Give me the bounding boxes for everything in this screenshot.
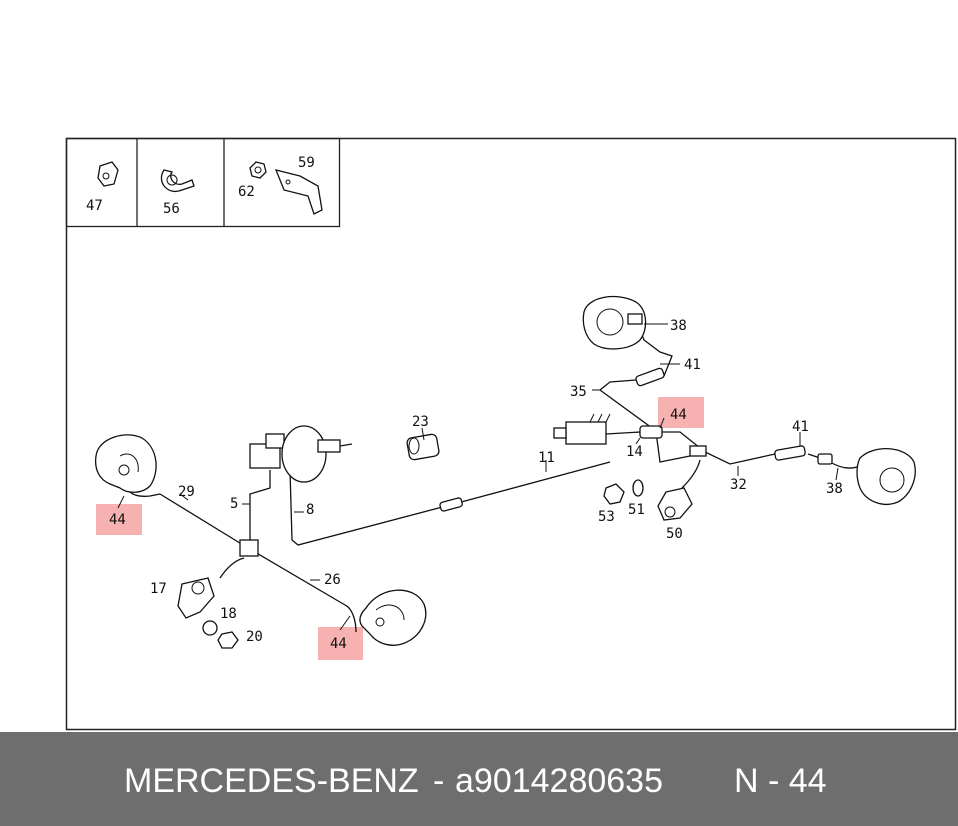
bracket-17-icon <box>177 577 215 619</box>
pressure-regulator-icon <box>553 413 611 445</box>
washer-18-icon <box>202 620 218 636</box>
callout-26: 26 <box>324 572 341 588</box>
brake-caliper-left-icon <box>94 434 157 493</box>
washer-51-icon <box>632 479 644 497</box>
highlight-44-right <box>658 397 704 428</box>
nut-20-icon <box>217 631 239 649</box>
bracket-59-icon <box>274 169 323 215</box>
callout-44-right: 44 <box>670 407 687 423</box>
legend-boxes: 47 56 59 62 <box>65 137 341 228</box>
callout-23: 23 <box>412 414 429 430</box>
leader-lines <box>117 323 839 631</box>
callout-51: 51 <box>628 502 645 518</box>
footer-brand: MERCEDES-BENZ <box>124 762 419 800</box>
fitting-38-right-icon <box>817 453 833 465</box>
callout-38-top: 38 <box>670 318 687 334</box>
nut-62-icon <box>249 161 267 179</box>
line-fitting-icon <box>439 497 463 512</box>
brake-caliper-right-icon <box>856 447 916 505</box>
highlight-44-bottom <box>318 627 363 660</box>
nut-53-icon <box>603 483 625 505</box>
callout-50: 50 <box>666 526 683 542</box>
callout-11: 11 <box>538 450 555 466</box>
callout-20: 20 <box>246 629 263 645</box>
diagram-frame <box>65 137 957 731</box>
footer-part-number: a9014280635 <box>455 762 664 800</box>
hose-44-right-icon <box>639 425 663 439</box>
arrow-right-icon <box>681 459 701 489</box>
callout-38-right: 38 <box>826 481 843 497</box>
callout-44-bottom: 44 <box>330 636 347 652</box>
callout-41-right: 41 <box>792 419 809 435</box>
brake-caliper-top-right-icon <box>582 295 647 350</box>
clamp-56-icon <box>160 169 195 193</box>
callout-29: 29 <box>178 484 195 500</box>
legend-label-56: 56 <box>163 201 180 217</box>
legend-label-62: 62 <box>238 184 255 200</box>
hose-41-right-icon <box>774 445 806 461</box>
master-cylinder-icon <box>249 425 353 483</box>
highlight-44-left <box>96 504 142 535</box>
junction-32-icon <box>689 445 707 457</box>
callout-35: 35 <box>570 384 587 400</box>
bracket-50-icon <box>657 487 693 521</box>
callout-32: 32 <box>730 477 747 493</box>
footer-separator: - <box>433 762 445 800</box>
callout-18: 18 <box>220 606 237 622</box>
callout-41-top: 41 <box>684 357 701 373</box>
hose-41-top-icon <box>635 367 665 387</box>
brake-caliper-bottom-icon <box>359 589 427 646</box>
footer-position-code: N - 44 <box>734 762 827 800</box>
callout-14: 14 <box>626 444 643 460</box>
arrow-left-icon <box>219 557 245 579</box>
callout-5: 5 <box>230 496 238 512</box>
brake-lines <box>121 329 861 633</box>
callout-44-left: 44 <box>109 512 126 528</box>
clip-47-icon <box>97 161 119 187</box>
legend-label-59: 59 <box>298 155 315 171</box>
callout-53: 53 <box>598 509 615 525</box>
callout-17: 17 <box>150 581 167 597</box>
footer-bar: MERCEDES-BENZ - a9014280635 N - 44 <box>0 732 958 826</box>
t-connector-icon <box>239 539 259 557</box>
callout-8: 8 <box>306 502 314 518</box>
legend-label-47: 47 <box>86 198 103 214</box>
connector-23-icon <box>406 433 440 461</box>
